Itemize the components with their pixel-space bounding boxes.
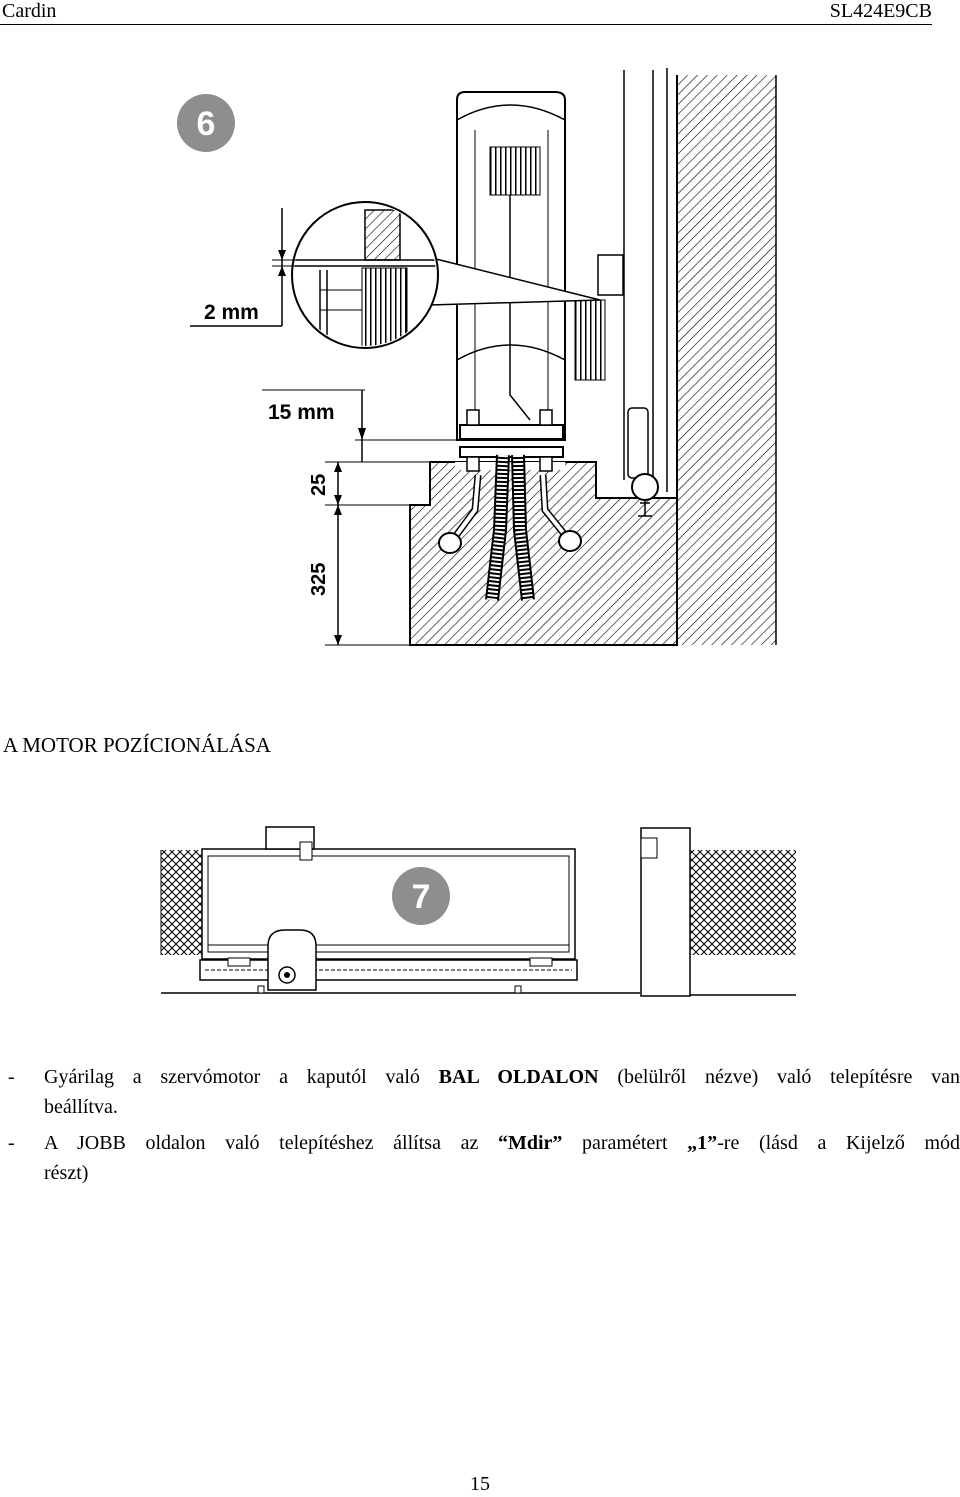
page-header: Cardin SL424E9CB <box>0 0 932 25</box>
dim-gap-label: 2 mm <box>204 301 259 324</box>
wall-hatch <box>676 75 777 645</box>
instruction-list: - Gyárilag a szervómotor a kaputól való … <box>0 1062 960 1194</box>
figure-6-number: 6 <box>197 105 216 143</box>
figure-7-gate-top-view: 7 <box>160 826 796 997</box>
header-brand: Cardin <box>2 0 57 22</box>
text-run: Gyárilag a szervómotor a kaputól való <box>44 1066 439 1088</box>
figure-6-badge: 6 <box>177 94 235 152</box>
text-run: (belülről nézve) való telepítésre van <box>598 1066 960 1088</box>
bullet-line: részt) <box>44 1162 89 1184</box>
dimension-lines <box>262 389 460 646</box>
right-wall <box>690 850 796 955</box>
bullet-line: beállítva. <box>44 1096 118 1118</box>
gate-frame <box>623 68 668 517</box>
figure-6-motor-mounting: 6 2 mm 15 mm 25 325 <box>177 68 777 646</box>
text-run-bold: “Mdir” <box>497 1132 563 1154</box>
list-item: - A JOBB oldalon való telepítéshez állít… <box>0 1128 960 1188</box>
dim-top-label: 15 mm <box>268 401 335 424</box>
motor-body <box>456 91 624 472</box>
motor-top-view <box>267 929 317 991</box>
bullet-dash: - <box>8 1066 15 1088</box>
figure-7-badge: 7 <box>392 867 450 925</box>
header-model: SL424E9CB <box>829 0 932 22</box>
dim-upper-label: 25 <box>308 474 330 496</box>
bullet-line: Gyárilag a szervómotor a kaputól való BA… <box>44 1062 960 1092</box>
ground-line <box>161 985 796 996</box>
dim-lower-label: 325 <box>308 563 330 596</box>
anchor-bolts <box>438 454 582 601</box>
text-run-bold: „1” <box>687 1132 718 1154</box>
text-run: paramétert <box>562 1132 688 1154</box>
bullet-line: A JOBB oldalon való telepítéshez állítsa… <box>44 1128 960 1158</box>
text-run-bold: BAL OLDALON <box>438 1066 599 1088</box>
left-wall <box>160 850 205 955</box>
gate-leaf <box>199 826 578 981</box>
bullet-dash: - <box>8 1132 15 1154</box>
gate-post <box>640 827 691 997</box>
text-run: A JOBB oldalon való telepítéshez állítsa… <box>44 1132 498 1154</box>
section-title: A MOTOR POZÍCIONÁLÁSA <box>3 733 271 757</box>
detail-magnifier <box>190 201 601 349</box>
text-run: -re (lásd a Kijelző mód <box>717 1132 960 1154</box>
list-item: - Gyárilag a szervómotor a kaputól való … <box>0 1062 960 1122</box>
page-number: 15 <box>470 1473 490 1495</box>
figure-7-number: 7 <box>412 878 431 916</box>
